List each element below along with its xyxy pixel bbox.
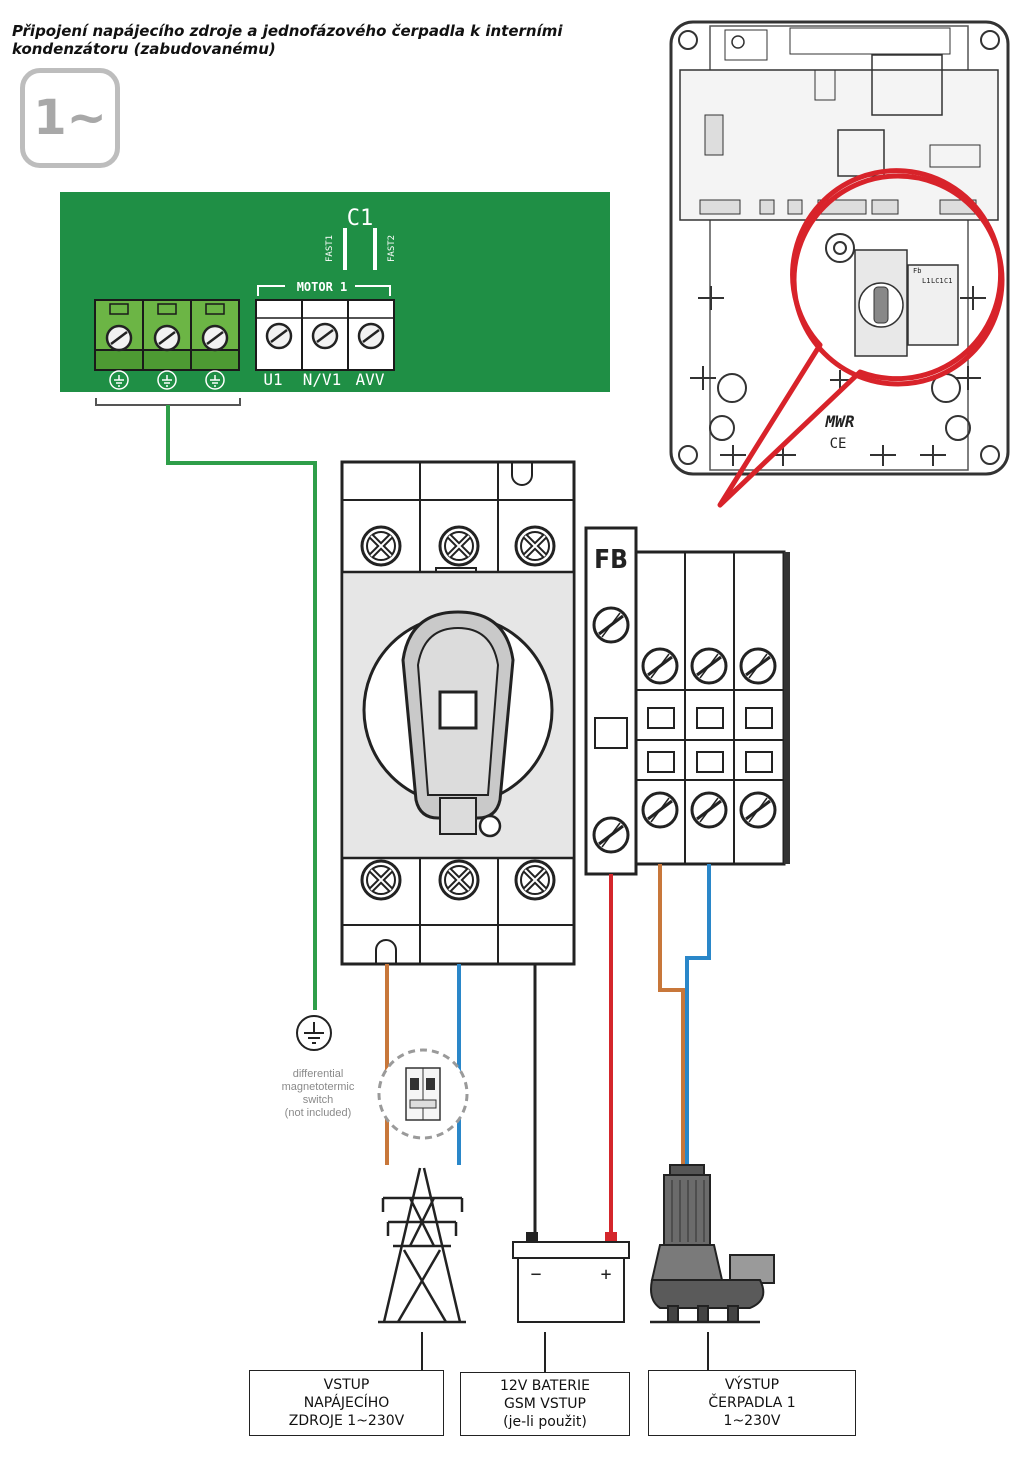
fb-terminal-block: FB (584, 526, 790, 876)
pump-output-label: VÝSTUP ČERPADLA 1 1~230V (648, 1370, 856, 1436)
capacitor-label: C1 (347, 206, 374, 231)
enclosure-thumbnail: Fb L1 LC1 C1 MWR CE (669, 20, 1010, 476)
fuse-right-label: FAST2 (387, 235, 397, 262)
motor-group-label: MOTOR 1 (297, 280, 348, 294)
earth-terminal-block (94, 299, 240, 371)
page-title: Připojení napájecího zdroje a jednofázov… (12, 22, 563, 58)
power-input-label: VSTUP NAPÁJECÍHO ZDROJE 1~230V (249, 1370, 444, 1436)
zoom-c1-label: C1 (944, 277, 952, 285)
earth-wire (166, 405, 317, 1010)
main-disconnect-switch (340, 460, 576, 966)
motor-terminal-block (255, 299, 395, 371)
terminal-u1-label: U1 (263, 370, 282, 389)
zoom-lc1-label: LC1 (931, 277, 944, 285)
ce-mark: CE (830, 436, 847, 452)
pump-icon (650, 1164, 775, 1324)
terminal-avv-label: AVV (356, 370, 385, 389)
ground-symbol-icon (296, 1015, 332, 1051)
differential-switch-note: differential magnetotermic switch (not i… (281, 1068, 355, 1119)
pcb-board: C1 FAST1 FAST2 MOTOR 1 (60, 192, 610, 392)
fb-label: FB (594, 545, 628, 575)
battery-minus-label: − (531, 1264, 542, 1285)
differential-switch-icon (377, 1048, 469, 1140)
zoom-l1-label: L1 (922, 277, 930, 285)
power-pylon-icon (378, 1167, 466, 1324)
terminal-nv1-label: N/V1 (303, 370, 342, 389)
battery-icon: − + (512, 1232, 630, 1323)
brown-pump-wire (658, 864, 685, 1165)
zoom-fb-label: Fb (913, 267, 921, 275)
enclosure-brand: MWR (825, 412, 855, 431)
fuse-left-label: FAST1 (325, 235, 335, 262)
phase-badge: 1~ (20, 68, 120, 168)
blue-pump-wire (685, 864, 711, 1165)
battery-plus-label: + (601, 1264, 612, 1285)
battery-gsm-label: 12V BATERIE GSM VSTUP (je-li použit) (460, 1372, 630, 1436)
